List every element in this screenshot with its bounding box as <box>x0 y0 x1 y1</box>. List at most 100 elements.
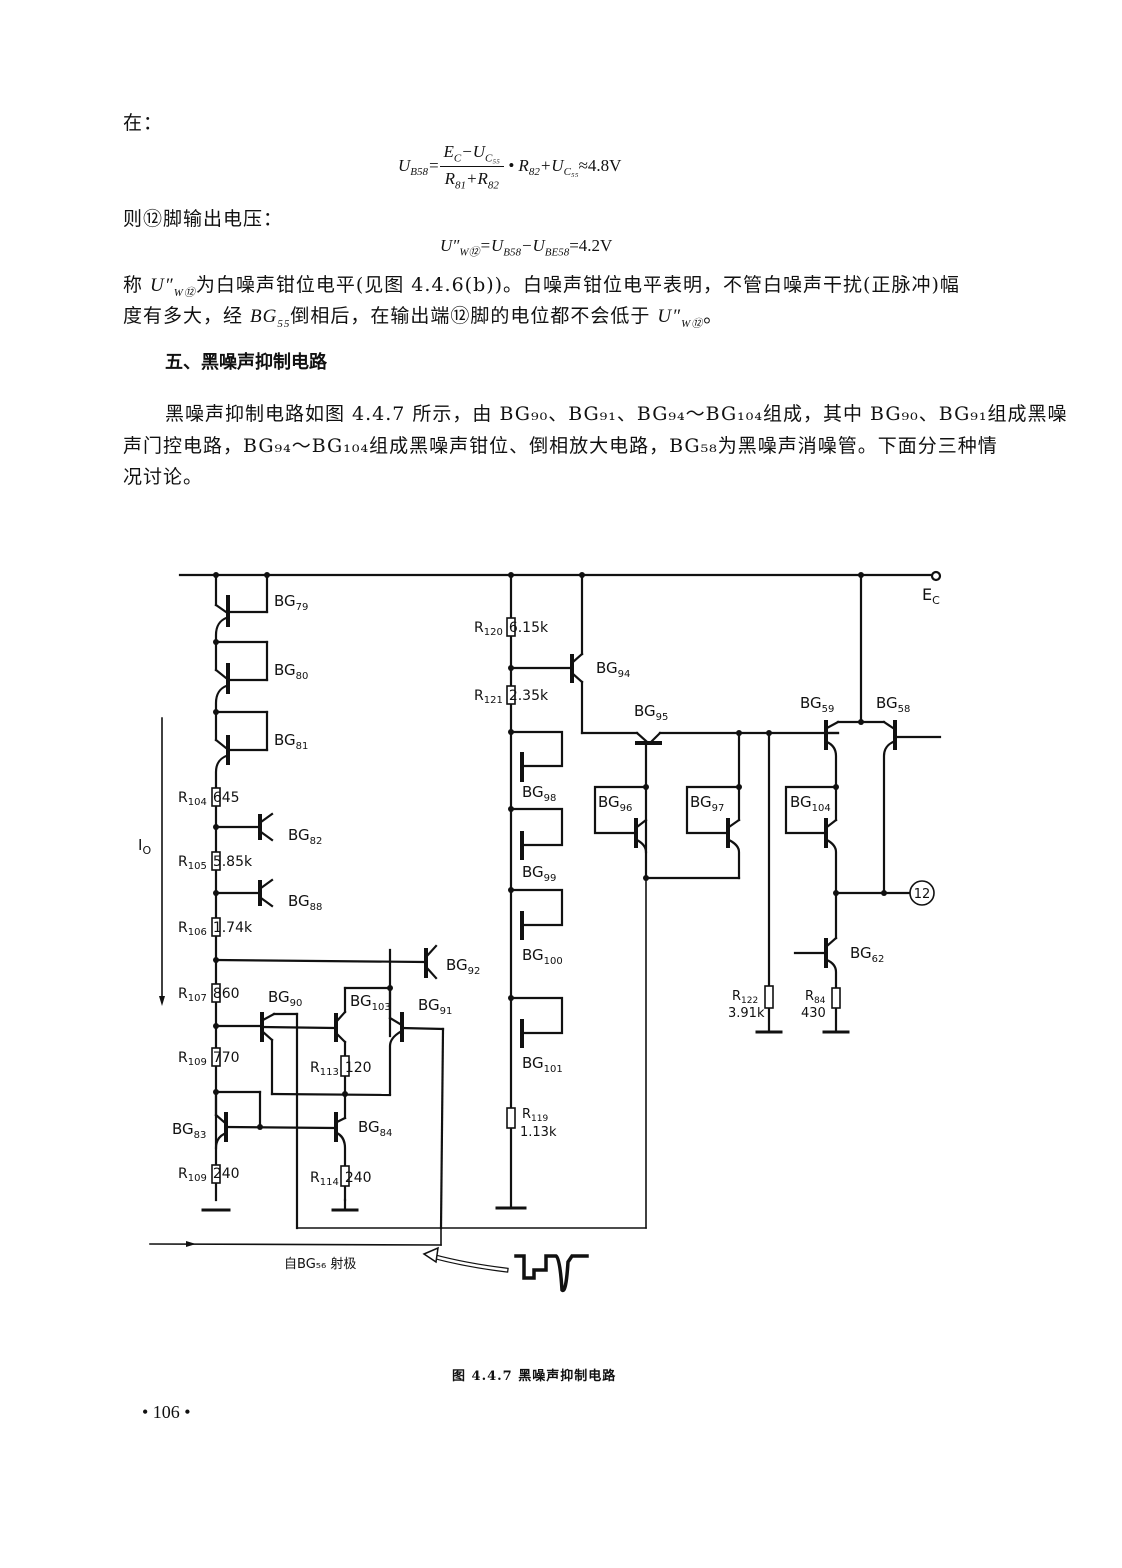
eq1-den-a-sub: 81 <box>455 179 466 192</box>
black-noise-waveform <box>514 1254 589 1293</box>
input-label: 自BG₅₆ 射极 <box>284 1256 356 1272</box>
current-label: IO <box>138 836 151 857</box>
p1-symbol-u-sub: W⑫ <box>173 286 196 299</box>
label-r122: R122 <box>732 989 758 1006</box>
eq1-num-a-sub: C <box>453 152 462 165</box>
label-bg97: BG97 <box>690 793 724 814</box>
p1-l2-text-a: 度有多大，经 <box>123 305 251 327</box>
paragraph-2-line-1: 黑噪声抑制电路如图 4.4.7 所示，由 BG₉₀、BG₉₁、BG₉₄～BG₁₀… <box>165 403 1068 425</box>
label-bg58: BG58 <box>876 694 910 715</box>
supply-label: EC <box>922 585 940 607</box>
label-r122-value: 3.91k <box>728 1006 765 1021</box>
label-bg80: BG80 <box>274 661 308 682</box>
label-bg104: BG104 <box>790 793 831 814</box>
label-bg95: BG95 <box>634 702 668 723</box>
p1-bg: BG <box>250 306 278 327</box>
label-bg88: BG88 <box>288 892 322 913</box>
eq2-lhs: U″ <box>440 236 460 255</box>
label-bg103: BG103 <box>350 992 391 1013</box>
gate-circuit <box>214 986 445 1230</box>
eq1-num-a: E <box>443 142 454 161</box>
eq1-tail-sub: 82 <box>528 166 540 179</box>
output-voltage-label: 则⑫脚输出电压： <box>123 208 284 230</box>
label-bg62: BG62 <box>850 944 884 965</box>
p1-l2-end: 。 <box>703 305 724 327</box>
figure-caption: 图 4.4.7 黑噪声抑制电路 <box>452 1369 617 1384</box>
eq1-result: ≈4.8V <box>578 155 622 175</box>
label-r119-value: 1.13k <box>520 1125 557 1140</box>
label-r119: R119 <box>522 1107 548 1124</box>
eq1-den-a: R <box>444 169 455 189</box>
label-bg92: BG92 <box>446 956 480 977</box>
label-r84: R84 <box>805 989 826 1006</box>
p1-l2-u: U″ <box>657 306 682 327</box>
section-heading: 五、黑噪声抑制电路 <box>165 352 327 373</box>
eq1-tail2-sub: C₅₅ <box>563 166 579 179</box>
eq2-result: =4.2V <box>569 236 613 255</box>
paragraph-1-line-1: 称 U″W⑫为白噪声钳位电平(见图 4.4.6(b))。白噪声钳位电平表明，不管… <box>123 270 960 300</box>
label-bg79: BG79 <box>274 592 308 613</box>
feedback-wires <box>149 877 647 1246</box>
label-bg83: BG83 <box>172 1120 206 1141</box>
eq2-minus-sub: BE58 <box>544 246 570 259</box>
input-arrowhead <box>186 1241 196 1247</box>
label-bg81: BG81 <box>274 731 308 752</box>
eq1-num-minus: −U <box>461 142 485 161</box>
label-bg100: BG100 <box>522 946 563 967</box>
eq2-mid-sub: B58 <box>503 246 522 259</box>
label-bg96: BG96 <box>598 793 632 814</box>
eq1-lhs-sub: B58 <box>410 166 429 179</box>
eq1-tail2: +U <box>539 155 564 175</box>
p1-l2-text-b: 倒相后，在输出端⑫脚的电位都不会低于 <box>290 305 658 327</box>
supply-terminal <box>930 570 942 582</box>
label-bg91: BG91 <box>418 996 452 1017</box>
current-mirror <box>214 1090 359 1212</box>
eq1-fraction: EC−UC₅₅ R81+R82 <box>439 142 504 192</box>
eq2-lhs-sub: W⑫ <box>459 246 480 259</box>
current-arrowhead <box>159 996 165 1006</box>
p1-text-b: 为白噪声钳位电平(见图 4.4.6(b))。白噪声钳位电平表明，不管白噪声干扰(… <box>195 274 960 296</box>
label-bg101: BG101 <box>522 1054 563 1075</box>
left-diode-chain <box>213 573 269 790</box>
label-bg82: BG82 <box>288 826 322 847</box>
eq1-den-plus: +R <box>466 169 488 189</box>
label-r84-value: 430 <box>801 1006 826 1021</box>
eq2-minus: −U <box>521 236 545 255</box>
middle-diode-chain <box>508 729 564 1048</box>
eq1-den-b-sub: 82 <box>487 179 499 192</box>
output-pin-label: 12 <box>914 887 931 902</box>
paragraph-2-line-3: 况讨论。 <box>123 466 204 488</box>
label-bg94: BG94 <box>596 659 630 680</box>
paragraph-2-line-2: 声门控电路，BG₉₄～BG₁₀₄组成黑噪声钳位、倒相放大电路，BG₅₈为黑噪声消… <box>123 435 998 457</box>
eq1-lhs: U <box>398 155 411 175</box>
intro-label: 在： <box>123 112 164 134</box>
label-bg59: BG59 <box>800 694 834 715</box>
label-bg90: BG90 <box>268 988 302 1009</box>
equation-uw12: U″W⑫=UB58−UBE58=4.2V <box>440 236 612 259</box>
p1-l2-u-sub: W⑫ <box>681 317 704 330</box>
bg82-bg88-taps <box>214 812 274 908</box>
p1-bg-sub: 55 <box>277 317 291 330</box>
p1-symbol-u: U″ <box>150 275 174 296</box>
clamp-stage <box>593 730 840 1034</box>
label-bg98: BG98 <box>522 783 556 804</box>
paragraph-1-line-2: 度有多大，经 BG55倒相后，在输出端⑫脚的电位都不会低于 U″W⑫。 <box>123 301 723 331</box>
eq2-mid: =U <box>479 236 504 255</box>
label-bg84: BG84 <box>358 1118 392 1139</box>
eq1-num-b-sub: C₅₅ <box>484 152 500 165</box>
label-bg99: BG99 <box>522 863 556 884</box>
page-number: • 106 • <box>142 1402 191 1422</box>
eq1-tail: • R <box>508 155 529 175</box>
